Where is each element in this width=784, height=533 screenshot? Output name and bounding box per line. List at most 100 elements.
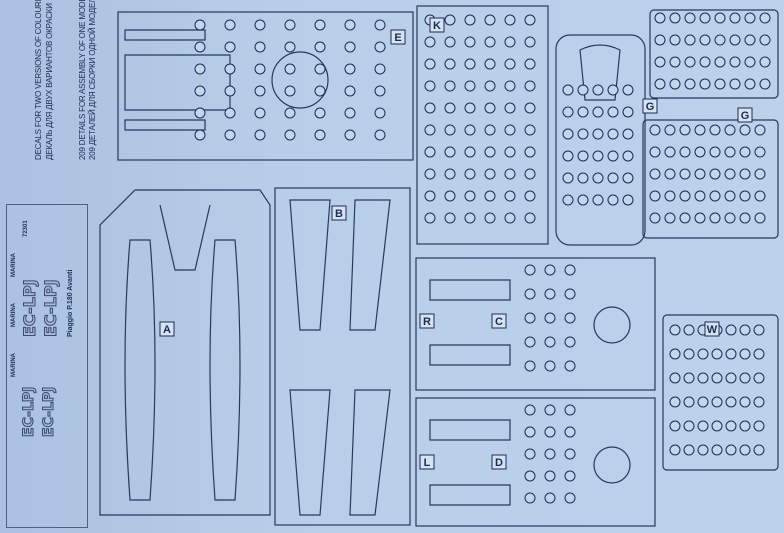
part-number-marker xyxy=(374,107,386,119)
part-number-marker xyxy=(314,63,326,75)
part-number-marker xyxy=(711,444,723,456)
part-number-marker xyxy=(759,12,771,24)
part-number-marker xyxy=(374,63,386,75)
part-number-marker xyxy=(759,56,771,68)
part-number-marker xyxy=(669,324,681,336)
part-number-marker xyxy=(254,63,266,75)
part-number-marker xyxy=(683,444,695,456)
decal-sheet: MARINA MARINA MARINA EC-LPJ EC-LPJ EC-LP… xyxy=(6,204,88,528)
sprue-letter-box xyxy=(419,454,435,470)
part-number-marker xyxy=(194,107,206,119)
propeller-2 xyxy=(593,446,631,484)
part-number-marker xyxy=(524,264,536,276)
part-number-marker xyxy=(562,172,574,184)
part-number-marker xyxy=(714,12,726,24)
part-number-marker xyxy=(504,80,516,92)
part-number-marker xyxy=(524,404,536,416)
part-number-marker xyxy=(711,348,723,360)
part-number-marker xyxy=(622,106,634,118)
part-number-marker xyxy=(744,34,756,46)
part-number-marker xyxy=(592,150,604,162)
part-number-marker xyxy=(564,470,576,482)
part-number-marker xyxy=(254,107,266,119)
part-number-marker xyxy=(254,41,266,53)
part-number-marker xyxy=(697,372,709,384)
part-number-marker xyxy=(524,14,536,26)
part-number-marker xyxy=(683,396,695,408)
part-number-marker xyxy=(524,336,536,348)
part-number-marker xyxy=(694,212,706,224)
part-number-marker xyxy=(683,348,695,360)
part-number-marker xyxy=(699,34,711,46)
part-number-marker xyxy=(669,12,681,24)
part-number-marker xyxy=(592,194,604,206)
part-number-marker xyxy=(694,190,706,202)
part-number-marker xyxy=(679,212,691,224)
part-number-marker xyxy=(224,41,236,53)
part-number-marker xyxy=(224,85,236,97)
canopy-frame xyxy=(555,34,646,246)
part-number-marker xyxy=(544,312,556,324)
part-number-marker xyxy=(524,312,536,324)
part-number-marker xyxy=(484,80,496,92)
part-number-marker xyxy=(724,190,736,202)
part-number-marker xyxy=(739,348,751,360)
part-number-marker xyxy=(694,124,706,136)
part-number-marker xyxy=(544,264,556,276)
part-number-marker xyxy=(424,212,436,224)
part-number-marker xyxy=(577,106,589,118)
part-number-marker xyxy=(504,168,516,180)
part-number-marker xyxy=(739,372,751,384)
part-number-marker xyxy=(564,448,576,460)
part-number-marker xyxy=(724,124,736,136)
part-number-marker xyxy=(524,58,536,70)
sprue-letter-box xyxy=(331,205,347,221)
sprue-frame-e xyxy=(117,11,414,161)
part-number-marker xyxy=(254,129,266,141)
sprue-letter-box xyxy=(429,17,445,33)
part-number-marker xyxy=(649,190,661,202)
sprue-frame-g xyxy=(642,119,779,239)
part-number-marker xyxy=(314,107,326,119)
part-number-marker xyxy=(649,146,661,158)
sprue-letter: W xyxy=(707,324,718,336)
part-number-marker xyxy=(524,492,536,504)
part-number-marker xyxy=(424,190,436,202)
part-number-marker xyxy=(464,146,476,158)
sprue-frame-b xyxy=(274,187,411,526)
part-number-marker xyxy=(759,34,771,46)
part-number-marker xyxy=(699,56,711,68)
part-number-marker xyxy=(739,146,751,158)
part-number-marker xyxy=(194,63,206,75)
part-number-marker xyxy=(484,212,496,224)
part-number-marker xyxy=(754,146,766,158)
part-number-marker xyxy=(464,124,476,136)
sprue-letter: E xyxy=(394,32,401,44)
part-number-marker xyxy=(711,396,723,408)
engine-nacelle-parts xyxy=(429,279,511,506)
part-number-marker xyxy=(544,426,556,438)
part-number-marker xyxy=(592,128,604,140)
part-number-marker xyxy=(424,146,436,158)
part-number-marker xyxy=(725,324,737,336)
part-number-marker xyxy=(524,426,536,438)
part-number-marker xyxy=(607,84,619,96)
part-number-marker xyxy=(424,168,436,180)
part-number-marker xyxy=(729,12,741,24)
part-number-marker xyxy=(464,102,476,114)
part-number-marker xyxy=(254,85,266,97)
part-number-marker xyxy=(562,106,574,118)
part-number-marker xyxy=(739,190,751,202)
part-number-marker xyxy=(669,396,681,408)
part-number-marker xyxy=(649,212,661,224)
part-number-marker xyxy=(564,264,576,276)
part-number-marker xyxy=(524,168,536,180)
sprue-letter: D xyxy=(495,457,503,469)
part-number-marker xyxy=(314,19,326,31)
part-number-marker xyxy=(739,168,751,180)
e-sprue-parts xyxy=(124,29,231,131)
tail-part xyxy=(159,204,211,271)
part-number-marker xyxy=(622,150,634,162)
part-number-marker xyxy=(725,372,737,384)
